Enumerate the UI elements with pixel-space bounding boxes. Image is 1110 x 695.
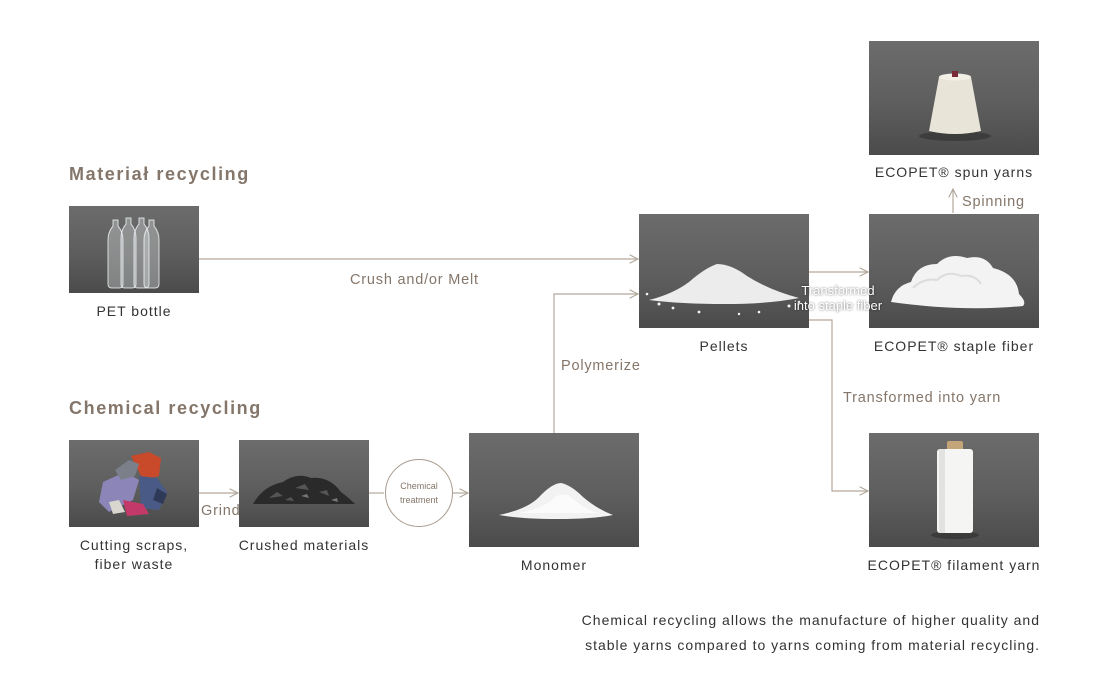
monomer-label: Monomer bbox=[520, 557, 588, 573]
footnote: Chemical recycling allows the manufactur… bbox=[440, 608, 1040, 658]
filament-yarn-photo bbox=[869, 433, 1039, 547]
polymerize-label: Polymerize bbox=[561, 358, 641, 374]
pellets-photo bbox=[639, 214, 809, 328]
cutting-scraps-label: Cutting scraps, fiber waste bbox=[54, 536, 214, 574]
footnote-line2: stable yarns compared to yarns coming fr… bbox=[585, 637, 1040, 653]
cutting-scraps-label-line1: Cutting scraps, bbox=[79, 537, 189, 553]
chemical-treatment-label-line2: treatment bbox=[399, 495, 439, 505]
material-recycling-title: Materiał recycling bbox=[69, 164, 250, 184]
transformed-yarn-label: Transformed into yarn bbox=[843, 390, 1002, 406]
spinning-label: Spinning bbox=[962, 194, 1025, 210]
grind-label: Grind bbox=[201, 503, 241, 519]
chemical-treatment-node: Chemical treatment bbox=[385, 459, 453, 527]
chemical-recycling-title: Chemical recycling bbox=[69, 398, 262, 418]
transformed-staple-label: Transformed into staple fiber bbox=[780, 283, 896, 313]
staple-fiber-photo bbox=[869, 214, 1039, 328]
cutting-scraps-photo bbox=[69, 440, 199, 527]
spun-yarns-photo bbox=[869, 41, 1039, 155]
crush-melt-label: Crush and/or Melt bbox=[350, 272, 479, 288]
spun-yarns-label: ECOPET® spun yarns bbox=[874, 164, 1034, 180]
transformed-staple-label-line1: Transformed bbox=[801, 283, 875, 298]
transformed-staple-label-line2: into staple fiber bbox=[793, 298, 883, 313]
crushed-materials-photo bbox=[239, 440, 369, 527]
pet-bottle-label: PET bottle bbox=[96, 303, 172, 319]
connector-pellets-filament bbox=[809, 319, 868, 491]
crushed-materials-label: Crushed materials bbox=[238, 537, 370, 553]
pet-bottle-photo bbox=[69, 206, 199, 293]
filament-yarn-label: ECOPET® filament yarn bbox=[867, 557, 1041, 573]
cutting-scraps-label-line2: fiber waste bbox=[94, 556, 174, 572]
connector-monomer-pellets bbox=[553, 294, 638, 433]
monomer-photo bbox=[469, 433, 639, 547]
pellets-label: Pellets bbox=[699, 338, 749, 354]
chemical-treatment-label-line1: Chemical bbox=[400, 481, 438, 491]
footnote-line1: Chemical recycling allows the manufactur… bbox=[581, 612, 1040, 628]
staple-fiber-label: ECOPET® staple fiber bbox=[873, 338, 1035, 354]
